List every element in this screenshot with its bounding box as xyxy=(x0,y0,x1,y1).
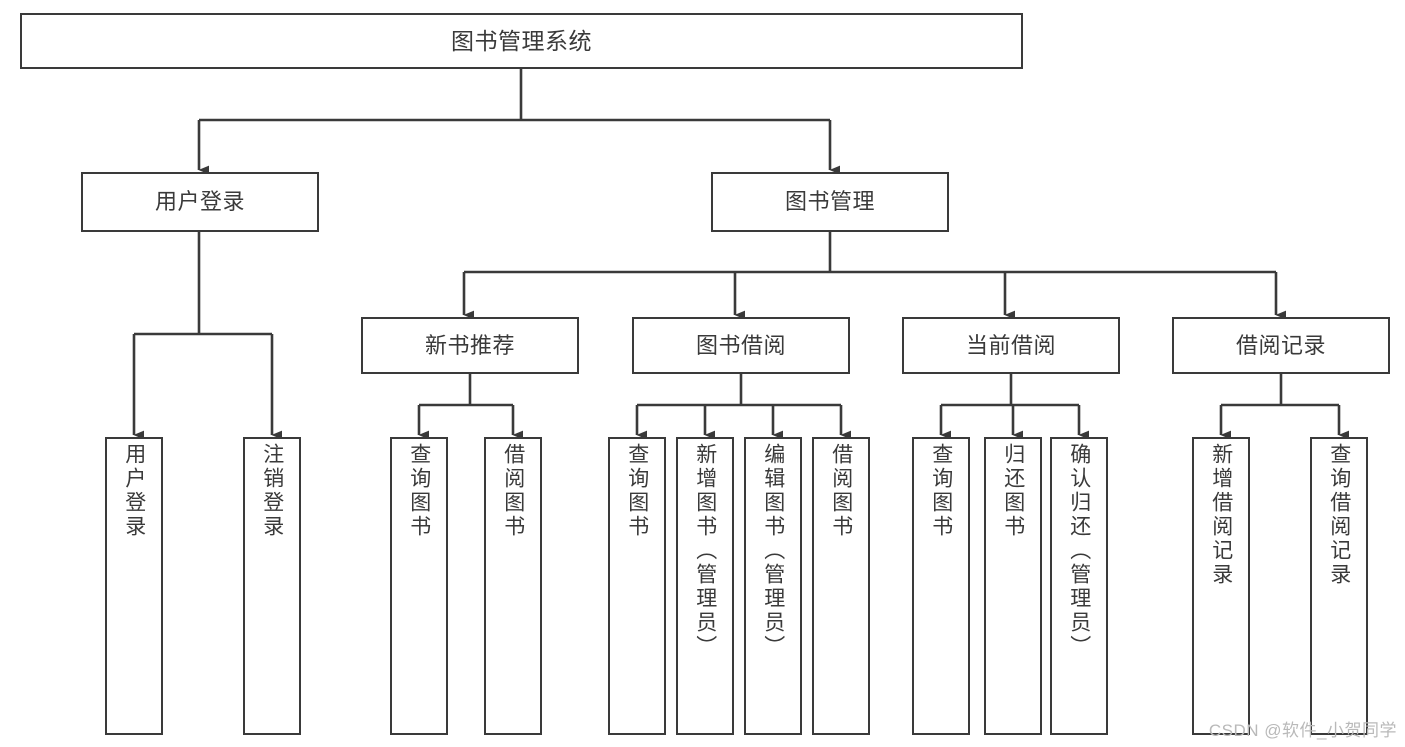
node-leaf-8[interactable]: 借阅图书 xyxy=(812,437,870,735)
node-label: 用户登录 xyxy=(122,443,146,539)
node-label: 查询借阅记录 xyxy=(1327,443,1351,587)
node-label: 借阅记录 xyxy=(1235,332,1326,358)
node-leaf-5[interactable]: 查询图书 xyxy=(608,437,666,735)
node-leaf-2[interactable]: 注销登录 xyxy=(243,437,301,735)
node-leaf-6[interactable]: 新增图书（管理员） xyxy=(676,437,734,735)
node-label: 确认归还（管理员） xyxy=(1067,443,1091,659)
node-label: 查询图书 xyxy=(625,443,649,539)
node-current-borrow[interactable]: 当前借阅 xyxy=(902,317,1120,374)
node-label: 图书管理 xyxy=(784,189,875,215)
node-label: 编辑图书（管理员） xyxy=(761,443,785,659)
node-label: 图书管理系统 xyxy=(451,27,592,54)
node-leaf-9[interactable]: 查询图书 xyxy=(912,437,970,735)
node-leaf-13[interactable]: 查询借阅记录 xyxy=(1310,437,1368,735)
node-label: 查询图书 xyxy=(407,443,431,539)
node-leaf-12[interactable]: 新增借阅记录 xyxy=(1192,437,1250,735)
node-book-borrow[interactable]: 图书借阅 xyxy=(632,317,850,374)
node-label: 查询图书 xyxy=(929,443,953,539)
node-label: 新增图书（管理员） xyxy=(693,443,717,659)
connector-lines xyxy=(132,69,1350,440)
node-borrow-record[interactable]: 借阅记录 xyxy=(1172,317,1390,374)
node-leaf-4[interactable]: 借阅图书 xyxy=(484,437,542,735)
node-label: 注销登录 xyxy=(260,443,284,539)
node-label: 借阅图书 xyxy=(501,443,525,539)
node-leaf-10[interactable]: 归还图书 xyxy=(984,437,1042,735)
node-label: 新书推荐 xyxy=(424,332,515,358)
node-label: 用户登录 xyxy=(154,189,245,215)
node-label: 借阅图书 xyxy=(829,443,853,539)
node-leaf-1[interactable]: 用户登录 xyxy=(105,437,163,735)
node-label: 归还图书 xyxy=(1001,443,1025,539)
node-book-manage[interactable]: 图书管理 xyxy=(711,172,949,232)
node-leaf-7[interactable]: 编辑图书（管理员） xyxy=(744,437,802,735)
node-label: 当前借阅 xyxy=(965,332,1056,358)
node-new-book[interactable]: 新书推荐 xyxy=(361,317,579,374)
node-label: 图书借阅 xyxy=(695,332,786,358)
node-leaf-11[interactable]: 确认归还（管理员） xyxy=(1050,437,1108,735)
node-leaf-3[interactable]: 查询图书 xyxy=(390,437,448,735)
node-root[interactable]: 图书管理系统 xyxy=(20,13,1023,69)
node-user-login[interactable]: 用户登录 xyxy=(81,172,319,232)
node-label: 新增借阅记录 xyxy=(1209,443,1233,587)
